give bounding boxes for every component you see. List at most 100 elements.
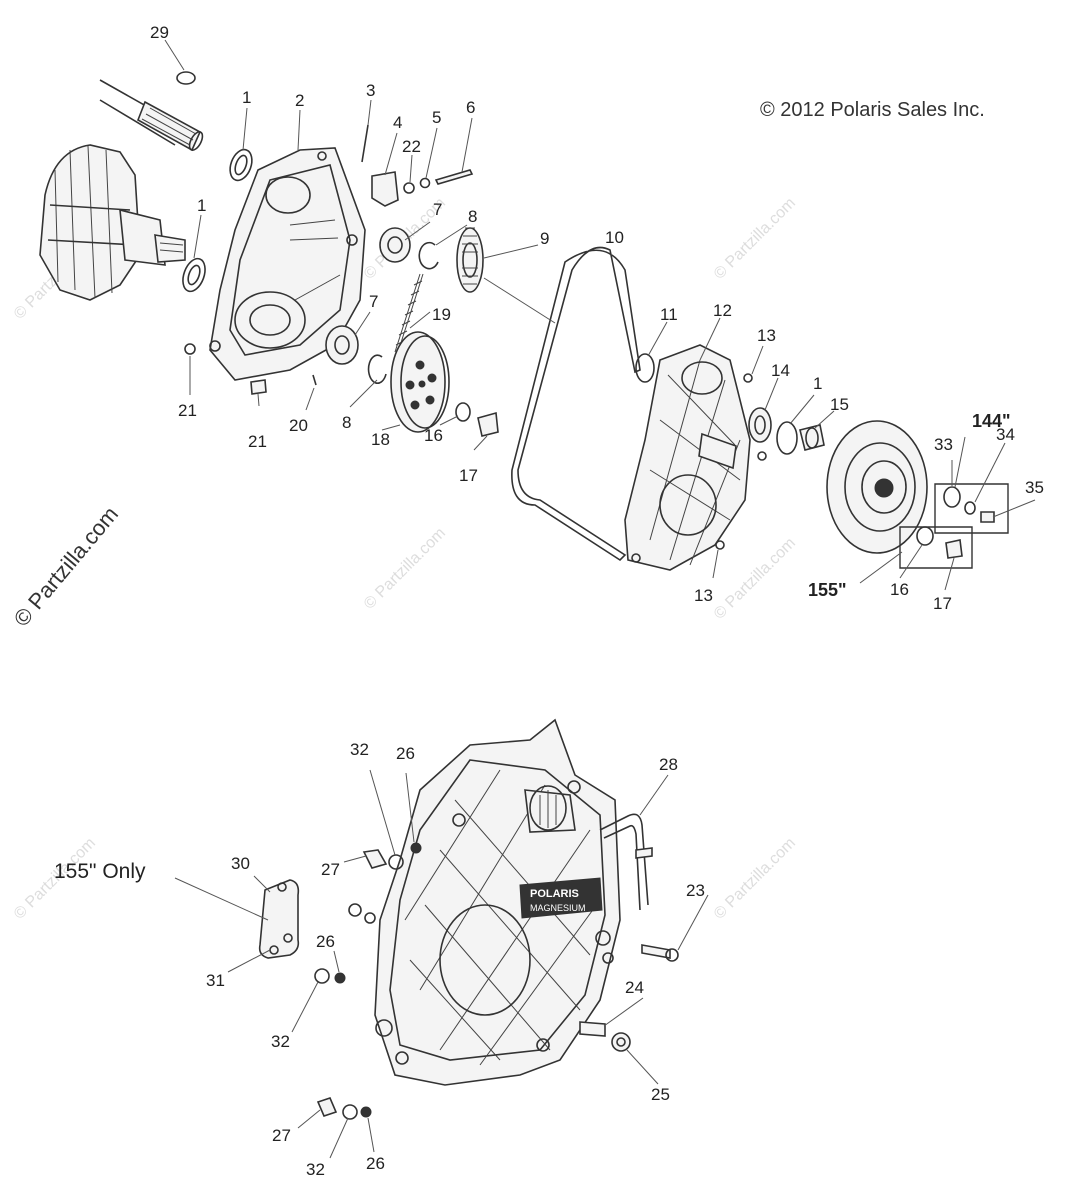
vent-hose-28 [599,813,649,911]
callout-27-lower: 27 [272,1126,291,1145]
assembled-chaincase: POLARIS MAGNESIUM [374,718,621,1086]
plate-30-31 [258,879,300,959]
bolt-17-upper [477,411,499,437]
inset-144 [934,483,1009,534]
stud-24 [579,1021,606,1037]
bearing-7-upper [379,227,411,263]
fitting-21-left [184,343,196,355]
callout-7-lower: 7 [369,292,378,311]
sprocket-9 [456,227,484,293]
badge-line-2: MAGNESIUM [530,903,586,913]
callout-25: 25 [651,1085,670,1104]
callout-1-left: 1 [197,196,206,215]
callout-1-right: 1 [813,374,822,393]
bearing-7-lower [325,325,359,365]
snap-ring-8-lower [367,354,387,384]
plug-21-bottom [250,379,267,395]
washer-32-middle [314,968,330,984]
outer-chaincase-cover [624,344,767,571]
label-155-only: 155" Only [54,860,146,883]
watermark-6: © Partzilla.com [711,835,799,923]
gear-18 [390,331,450,433]
callout-19: 19 [432,305,451,324]
callout-1-upper: 1 [242,88,251,107]
callout-2: 2 [295,91,304,110]
drive-shaft [99,71,204,152]
callout-26-upper: 26 [396,744,415,763]
bolt-27-lower [316,1097,338,1117]
seal-11 [635,353,655,383]
callout-31: 31 [206,971,225,990]
callout-11: 11 [660,305,678,324]
callout-21-bottom: 21 [248,432,267,451]
washer-22 [403,182,415,194]
callout-14: 14 [771,361,790,380]
callout-4: 4 [393,113,402,132]
pin-20 [312,374,317,386]
callout-24: 24 [625,978,644,997]
bolt-6 [434,169,474,185]
bolt-27-upper [362,849,388,869]
callout-3: 3 [366,81,375,100]
o-ring-29 [176,71,196,85]
washer-16-upper [455,402,471,422]
spring-19 [394,273,424,353]
badge-line-1: POLARIS [530,888,579,900]
callout-32-middle: 32 [271,1032,290,1051]
seal-1-upper [229,148,253,182]
callout-28: 28 [659,755,678,774]
watermark-2: © Partzilla.com [361,525,449,613]
washer-32-lower [342,1104,358,1120]
polaris-magnesium-badge: POLARIS MAGNESIUM [519,877,603,919]
nut-5 [419,177,431,189]
callout-21-left: 21 [178,401,197,420]
callout-35: 35 [1025,478,1044,497]
copyright-notice: © 2012 Polaris Sales Inc. [760,99,985,121]
nut-26-lower [360,1106,372,1118]
seal-1-lower [182,257,206,293]
label-155: 155" [808,580,847,600]
callout-27-upper: 27 [321,860,340,879]
watermark-3: © Partzilla.com [711,535,799,623]
callout-18: 18 [371,430,390,449]
callout-16-lower: 16 [890,580,909,599]
callout-13-upper: 13 [757,326,776,345]
callout-30: 30 [231,854,250,873]
watermark-4: © Partzilla.com [711,195,799,283]
tensioner-4 [371,171,399,207]
callout-34: 34 [996,425,1015,444]
snap-ring-8-upper [418,241,439,270]
callout-17-upper: 17 [459,466,478,485]
callout-33: 33 [934,435,953,454]
callout-26-lower: 26 [366,1154,385,1173]
callout-17-lower: 17 [933,594,952,613]
nut-26-upper [410,842,422,854]
bearing-14 [748,407,772,443]
callout-12: 12 [713,301,732,320]
nut-25 [611,1032,631,1052]
nut-26-middle [334,972,346,984]
callout-9: 9 [540,229,549,248]
callout-20: 20 [289,416,308,435]
callout-7-upper: 7 [433,200,442,219]
callout-8-lower: 8 [342,413,351,432]
gasket-10 [511,246,641,562]
callout-5: 5 [432,108,441,127]
callout-26-middle: 26 [316,932,335,951]
washer-32-upper [388,854,404,870]
callout-22: 22 [402,137,421,156]
bolt-23 [641,944,671,959]
callout-13-lower: 13 [694,586,713,605]
spacer-15 [799,424,825,451]
callout-32-upper: 32 [350,740,369,759]
label-144: 144" [972,411,1011,431]
pin-3 [361,124,369,163]
side-watermark: © Partzilla.com [9,502,123,632]
callout-8-upper: 8 [468,207,477,226]
seal-1-right [776,421,798,455]
callout-29: 29 [150,23,169,42]
callout-16-upper: 16 [424,426,443,445]
inset-155 [899,526,973,569]
callout-15: 15 [830,395,849,414]
